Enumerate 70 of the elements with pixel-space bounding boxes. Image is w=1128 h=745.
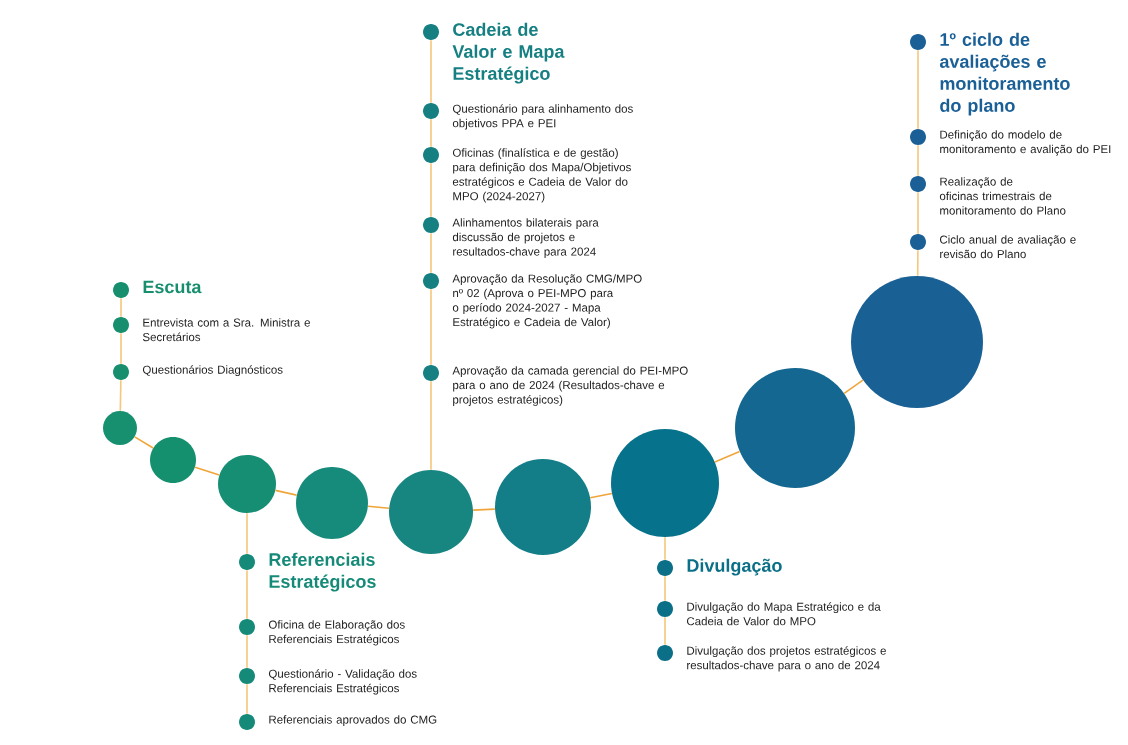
milestone-item: Questionários Diagnósticos bbox=[113, 364, 283, 380]
connector-line bbox=[246, 569, 248, 620]
node-label: Divulgação do Mapa Estratégico e da Cadeia de Valor do MPO bbox=[686, 602, 881, 626]
stage-heading: Referenciais Estratégicos bbox=[239, 552, 376, 592]
connector-line bbox=[274, 489, 298, 496]
connector-line bbox=[430, 162, 432, 218]
stage-circle bbox=[851, 276, 983, 408]
connector-line bbox=[194, 466, 221, 476]
milestone-item: Realização de oficinas trimestrais de monitoramento do Plano bbox=[910, 176, 1066, 215]
connector-line bbox=[917, 49, 919, 130]
milestone-item: Referenciais aprovados do CMG bbox=[239, 714, 437, 730]
milestone-item: Alinhamentos bilaterais para discussão de projetos e resultados-chave para 2024 bbox=[423, 217, 599, 258]
connector-line bbox=[917, 191, 919, 235]
milestone-item: Aprovação da Resolução CMG/MPO nº 02 (Aprova o PEI-MPO para o período 2024-2027 - Mapa Estratégico e Cadeia de Valor) bbox=[423, 273, 642, 329]
connector-line bbox=[430, 118, 432, 148]
connector-line bbox=[246, 634, 248, 669]
connector-line bbox=[119, 379, 122, 412]
connector-line bbox=[430, 232, 432, 274]
node-label: Referenciais aprovados do CMG bbox=[269, 715, 437, 726]
milestone-item: Oficina de Elaboração dos Referenciais Estratégicos bbox=[239, 619, 405, 646]
connector-line bbox=[664, 536, 666, 561]
stage-circle bbox=[218, 455, 276, 513]
connector-line bbox=[714, 450, 741, 463]
stage-circle bbox=[611, 429, 719, 537]
milestone-item: Aprovação da camada gerencial do PEI-MPO para o ano de 2024 (Resultados-chave e projetos estratégicos) bbox=[423, 365, 688, 406]
connector-line bbox=[367, 505, 390, 509]
node-label: Realização de oficinas trimestrais de monitoramento do Plano bbox=[939, 177, 1066, 215]
milestone-item: Questionário para alinhamento dos objetivos PPA e PEI bbox=[423, 103, 633, 130]
connector-line bbox=[916, 249, 919, 277]
node-label: Definição do modelo de monitoramento e avalição do PEI bbox=[940, 130, 1111, 156]
stage-circle bbox=[389, 470, 473, 554]
milestone-item: Divulgação do Mapa Estratégico e da Cadeia de Valor do MPO bbox=[657, 601, 881, 626]
stage-heading: 1º ciclo de avaliações e monitoramento do plano bbox=[910, 32, 1070, 116]
milestone-item: Definição do modelo de monitoramento e avalição do PEI bbox=[910, 129, 1111, 156]
node-label: Questionário para alinhamento dos objetivos PPA e PEI bbox=[452, 104, 633, 130]
stage-heading: Escuta bbox=[113, 280, 202, 298]
connector-line bbox=[472, 508, 496, 511]
node-label: Oficinas (finalística e de gestão) para definição dos Mapa/Objetivos estratégicos e Cadeia de Valor do MPO (2024-2027) bbox=[452, 148, 631, 203]
node-label: Questionários Diagnósticos bbox=[142, 365, 283, 377]
connector-line bbox=[430, 39, 432, 104]
connector-line bbox=[246, 683, 248, 715]
milestone-item: Ciclo anual de avaliação e revisão do Plano bbox=[910, 234, 1076, 259]
node-label: Alinhamentos bilaterais para discussão de projetos e resultados-chave para 2024 bbox=[452, 218, 599, 258]
connector-line bbox=[430, 288, 432, 366]
connector-line bbox=[120, 332, 122, 365]
stage-heading: Cadeia de Valor e Mapa Estratégico bbox=[423, 22, 565, 84]
node-label: Oficina de Elaboração dos Referenciais Estratégicos bbox=[268, 620, 405, 646]
connector-line bbox=[843, 379, 864, 395]
milestone-item: Entrevista com a Sra. Ministra e Secretários bbox=[113, 317, 310, 342]
connector-line bbox=[664, 616, 666, 646]
connector-line bbox=[120, 297, 122, 318]
stage-circle bbox=[296, 467, 368, 539]
milestone-item: Questionário - Validação dos Referenciais Estratégicos bbox=[239, 668, 417, 695]
milestone-item: Oficinas (finalística e de gestão) para definição dos Mapa/Objetivos estratégicos e Cadeia de Valor do MPO (2024-2027) bbox=[423, 147, 631, 203]
stage-circle bbox=[735, 368, 855, 488]
connector-line bbox=[589, 492, 613, 499]
node-label: Entrevista com a Sra. Ministra e Secretários bbox=[142, 318, 310, 342]
stage-circle bbox=[103, 411, 137, 445]
node-label: Divulgação dos projetos estratégicos e resultados-chave para o ano de 2024 bbox=[687, 646, 886, 672]
connector-line bbox=[133, 436, 154, 449]
stage-circle bbox=[495, 459, 591, 555]
node-label: Ciclo anual de avaliação e revisão do Plano bbox=[939, 235, 1076, 259]
stage-circle bbox=[150, 437, 196, 483]
connector-line bbox=[664, 575, 666, 602]
milestone-item: Divulgação dos projetos estratégicos e resultados-chave para o ano de 2024 bbox=[657, 645, 886, 672]
connector-line bbox=[917, 144, 919, 177]
node-label: Questionário - Validação dos Referenciais Estratégicos bbox=[268, 669, 417, 695]
connector-line bbox=[430, 380, 432, 471]
connector-line bbox=[246, 512, 248, 555]
stage-heading: Divulgação bbox=[657, 558, 782, 576]
